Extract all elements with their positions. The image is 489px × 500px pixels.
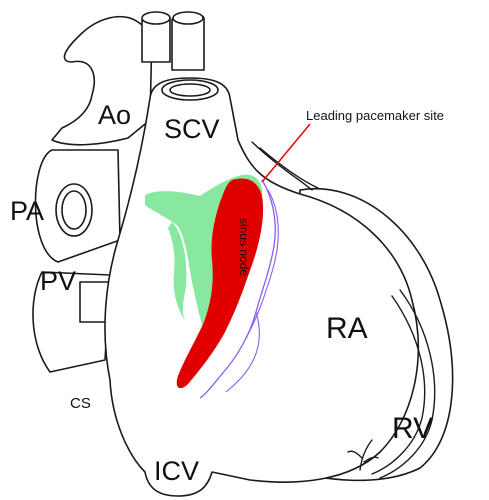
label-ao: Ao bbox=[98, 100, 131, 130]
label-sinus-node: sinus node bbox=[237, 218, 251, 276]
label-leading-pacemaker-site: Leading pacemaker site bbox=[306, 108, 444, 123]
label-icv: ICV bbox=[154, 456, 199, 486]
superior-vena-cava-inner bbox=[170, 84, 210, 96]
pulmonary-artery-inner bbox=[62, 191, 86, 229]
label-rv: RV bbox=[392, 412, 433, 445]
label-pa: PA bbox=[10, 196, 44, 226]
aortic-branch-1-top bbox=[142, 12, 170, 24]
label-ra: RA bbox=[326, 312, 368, 345]
label-pv: PV bbox=[40, 266, 76, 296]
label-scv: SCV bbox=[164, 114, 220, 144]
pacemaker-pointer-line bbox=[262, 124, 310, 182]
right-atrium-shape bbox=[105, 78, 418, 496]
aortic-branch-2-top bbox=[173, 12, 203, 24]
label-cs: CS bbox=[70, 395, 91, 412]
